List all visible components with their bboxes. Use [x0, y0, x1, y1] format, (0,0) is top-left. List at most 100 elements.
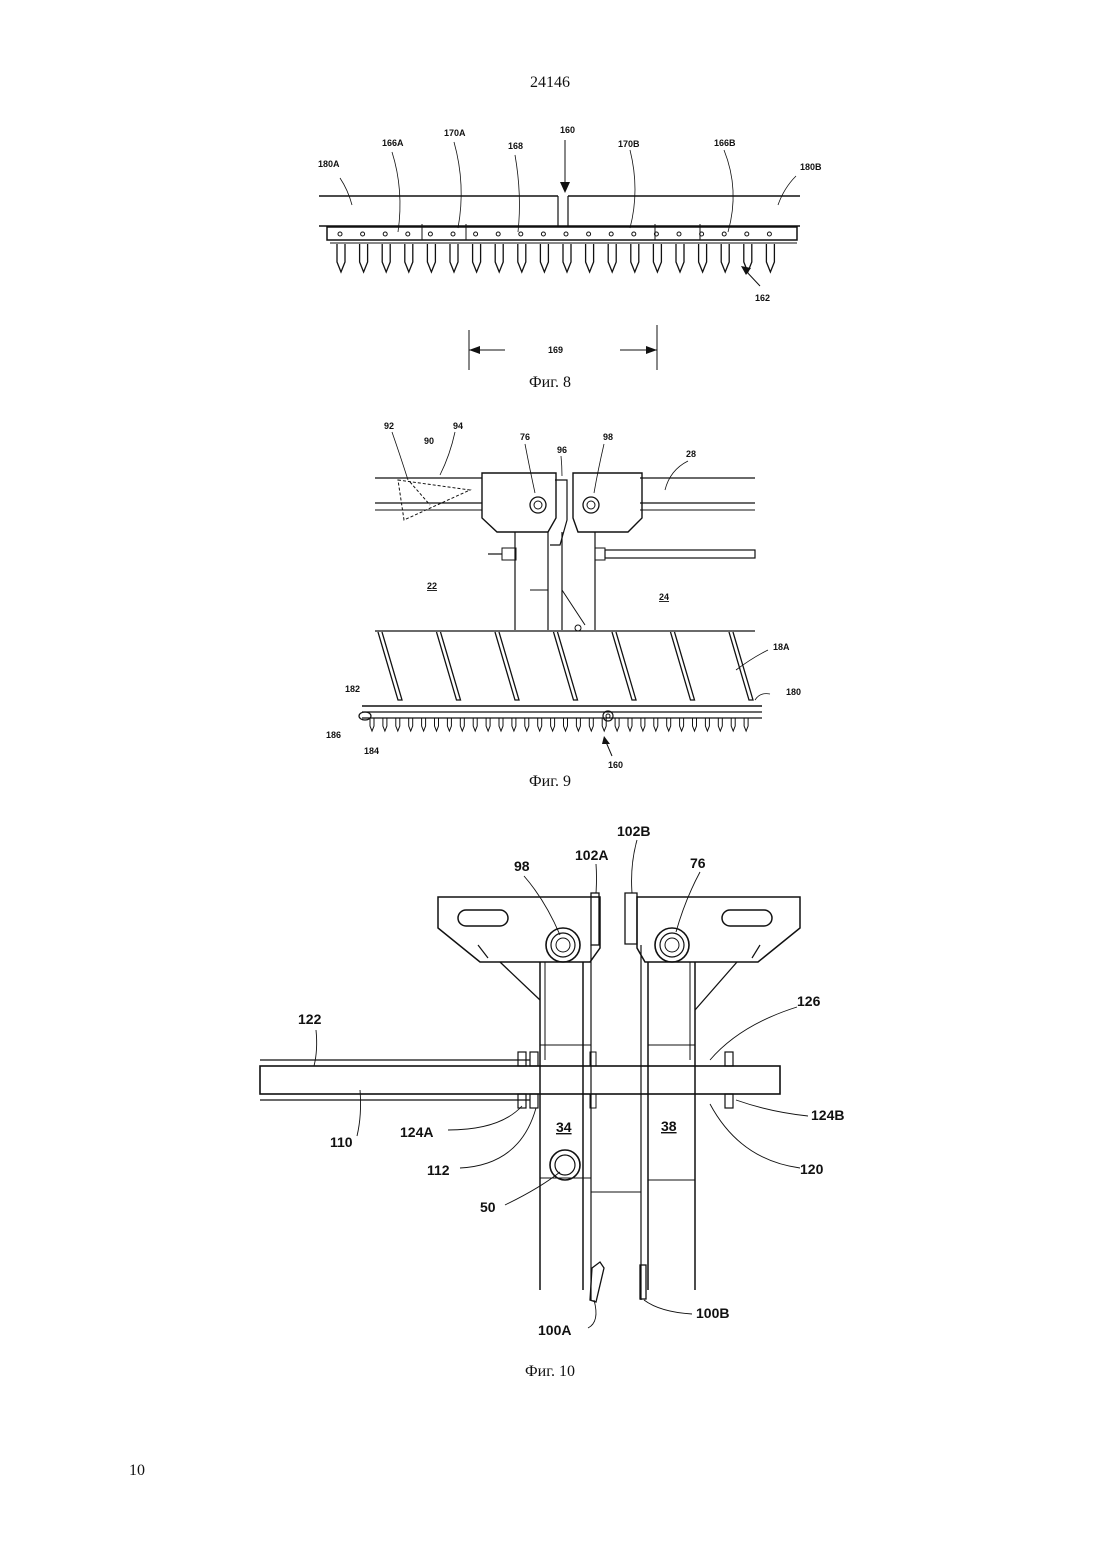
- fig9-cutterbar: [362, 631, 762, 718]
- rivet-hole: [496, 232, 500, 236]
- guard-tooth: [360, 244, 368, 272]
- guard-tooth: [699, 244, 707, 272]
- rivet-hole: [428, 232, 432, 236]
- fig10-brackets: [438, 893, 800, 1010]
- rivet-hole: [474, 232, 478, 236]
- label-180B: 180B: [800, 162, 822, 172]
- rivet-hole: [541, 232, 545, 236]
- label-50: 50: [480, 1199, 496, 1215]
- label-94: 94: [453, 421, 463, 431]
- reel-bat: [554, 632, 578, 700]
- rivet-hole: [451, 232, 455, 236]
- guard-tooth: [435, 718, 439, 731]
- label-76: 76: [520, 432, 530, 442]
- label-24: 24: [659, 592, 669, 602]
- guard-tooth: [721, 244, 729, 272]
- label-98: 98: [514, 858, 530, 874]
- guard-tooth: [495, 244, 503, 272]
- label-18A: 18A: [773, 642, 790, 652]
- guard-tooth: [396, 718, 400, 731]
- rivet-hole: [609, 232, 613, 236]
- guard-tooth: [409, 718, 413, 731]
- rivet-hole: [564, 232, 568, 236]
- guard-tooth: [731, 718, 735, 731]
- rivet-hole: [361, 232, 365, 236]
- label-98: 98: [603, 432, 613, 442]
- reel-bat: [671, 632, 695, 700]
- guard-tooth: [576, 718, 580, 731]
- reel-bat: [612, 632, 636, 700]
- guard-tooth: [718, 718, 722, 731]
- label-184: 184: [364, 746, 379, 756]
- figure-9-caption: Фиг. 9: [0, 773, 1100, 791]
- label-90: 90: [424, 436, 434, 446]
- guard-tooth: [486, 718, 490, 731]
- guard-tooth: [680, 718, 684, 731]
- guard-tooth: [608, 244, 616, 272]
- guard-tooth: [654, 718, 658, 731]
- guard-tooth: [563, 244, 571, 272]
- figure-10-drawing: 102B 98 102A 76 126 122 124B 124A 34 38 …: [0, 815, 1100, 1360]
- label-162: 162: [755, 293, 770, 303]
- rivet-hole: [519, 232, 523, 236]
- guard-tooth: [667, 718, 671, 731]
- label-92: 92: [384, 421, 394, 431]
- guard-tooth: [337, 244, 345, 272]
- guard-tooth: [499, 718, 503, 731]
- fig9-guard-teeth: [370, 718, 748, 731]
- reel-bat: [495, 632, 519, 700]
- guard-tooth: [676, 244, 684, 272]
- fig9-crossbeam: [375, 478, 755, 520]
- reel-bat: [437, 632, 461, 700]
- fig10-main-beam: [260, 1052, 780, 1108]
- label-100B: 100B: [696, 1305, 729, 1321]
- label-102A: 102A: [575, 847, 608, 863]
- label-186: 186: [326, 730, 341, 740]
- guard-tooth: [383, 718, 387, 731]
- rivet-hole: [677, 232, 681, 236]
- guard-tooth: [518, 244, 526, 272]
- label-170B: 170B: [618, 139, 640, 149]
- guard-tooth: [744, 718, 748, 731]
- fig9-hub: [482, 473, 755, 631]
- guard-tooth: [473, 718, 477, 731]
- fig10-labels: 102B 98 102A 76 126 122 124B 124A 34 38 …: [298, 823, 844, 1338]
- guard-tooth: [589, 718, 593, 731]
- guard-tooth: [766, 244, 774, 272]
- fig9-reel-bats: [378, 632, 753, 700]
- label-38: 38: [661, 1118, 677, 1134]
- label-22: 22: [427, 581, 437, 591]
- rivet-hole: [338, 232, 342, 236]
- label-160: 160: [560, 125, 575, 135]
- guard-tooth: [382, 244, 390, 272]
- guard-tooth: [427, 244, 435, 272]
- fig8-rivet-holes: [338, 232, 771, 236]
- label-96: 96: [557, 445, 567, 455]
- figure-9-drawing: 92 90 94 76 96 98 28 22 24 18A 182 180 1…: [0, 415, 1100, 775]
- guard-tooth: [460, 718, 464, 731]
- guard-tooth: [525, 718, 529, 731]
- rivet-hole: [406, 232, 410, 236]
- label-180A: 180A: [318, 159, 340, 169]
- label-112: 112: [427, 1162, 450, 1178]
- label-160: 160: [608, 760, 623, 770]
- label-34: 34: [556, 1119, 572, 1135]
- guard-tooth: [540, 244, 548, 272]
- label-126: 126: [797, 993, 821, 1009]
- guard-tooth: [538, 718, 542, 731]
- page-footer-number: 10: [129, 1462, 145, 1480]
- reel-bat: [378, 632, 402, 700]
- page-header-number: 24146: [0, 74, 1100, 92]
- guard-tooth: [422, 718, 426, 731]
- guard-tooth: [641, 718, 645, 731]
- fig10-leaders: [314, 840, 808, 1328]
- figure-8-caption: Фиг. 8: [0, 374, 1100, 392]
- guard-tooth: [653, 244, 661, 272]
- label-180: 180: [786, 687, 801, 697]
- guard-tooth: [370, 718, 374, 731]
- label-168: 168: [508, 141, 523, 151]
- rivet-hole: [383, 232, 387, 236]
- label-124A: 124A: [400, 1124, 433, 1140]
- fig8-guard-body: [319, 196, 800, 243]
- guard-tooth: [450, 244, 458, 272]
